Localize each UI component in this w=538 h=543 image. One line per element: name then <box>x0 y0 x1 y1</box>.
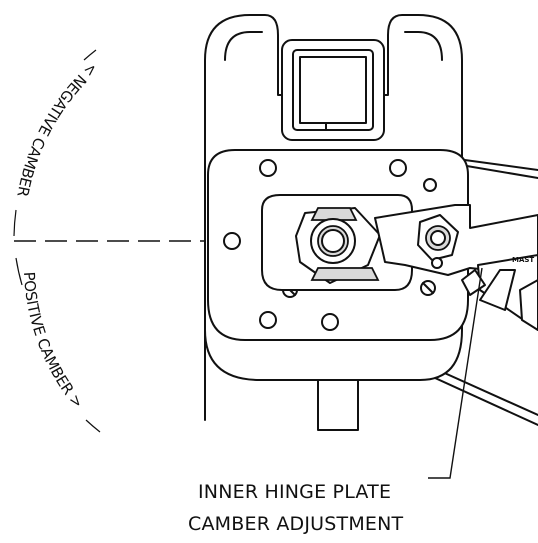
callout-line-1: INNER HINGE PLATE <box>198 481 391 503</box>
camber-arc-scale <box>13 49 101 433</box>
callout-leader <box>428 267 483 479</box>
negative-camber-label: < NEGATIVE CAMBER <box>13 59 101 198</box>
bracket-label: MAST <box>512 256 534 264</box>
eccentric-hex-nut <box>295 207 381 284</box>
plate-hole-left <box>223 232 241 250</box>
plate-hole-top-left <box>259 159 277 177</box>
plate-hole-bottom-left <box>259 311 277 329</box>
plate-hole-bottom-mid <box>321 313 339 331</box>
positive-camber-label: POSITIVE CAMBER > <box>20 271 87 411</box>
adjustment-arm <box>374 204 538 276</box>
plate-hole-top-right <box>389 159 407 177</box>
callout-line-2: CAMBER ADJUSTMENT <box>188 513 404 535</box>
